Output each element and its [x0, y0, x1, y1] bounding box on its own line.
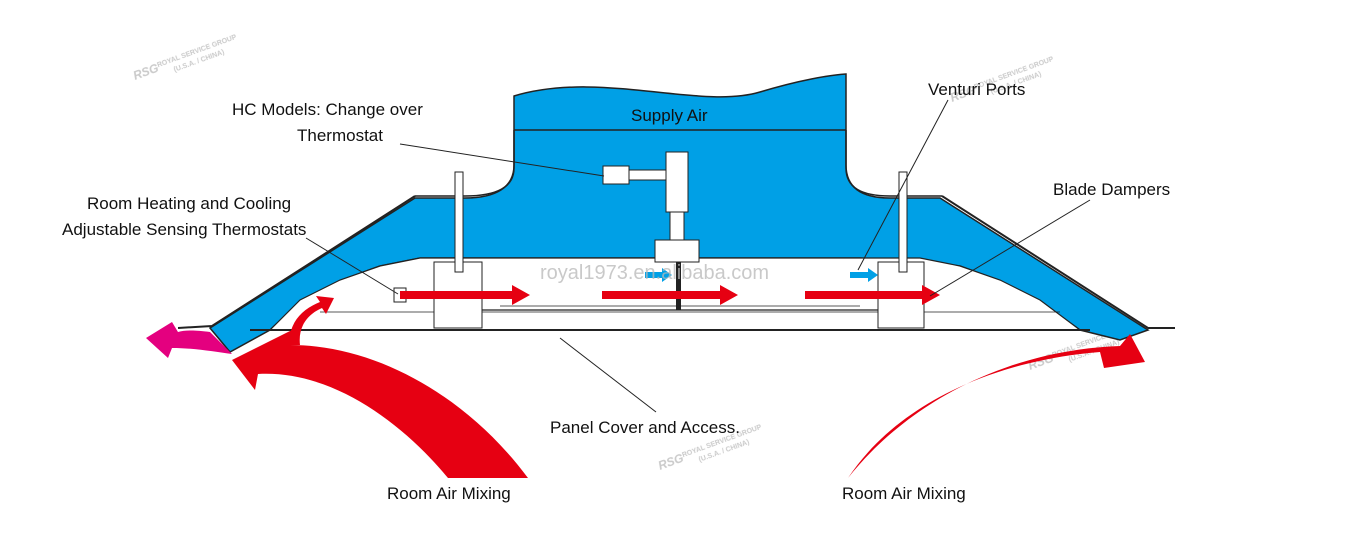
hc-models-label-line2: Thermostat — [297, 126, 383, 145]
internal-flow-arrows — [400, 285, 940, 305]
hc-models-label-line1: HC Models: Change over — [232, 100, 423, 119]
room-air-mixing-arrow-right — [848, 334, 1145, 478]
internal-flow-arrow — [400, 285, 530, 305]
internal-flow-arrow — [602, 285, 738, 305]
panel-cover-label: Panel Cover and Access. — [550, 418, 740, 437]
venturi-ports-label: Venturi Ports — [928, 80, 1025, 99]
change-over-thermostat — [602, 165, 630, 185]
exhaust-arrow — [146, 322, 232, 358]
inner-return-arrow — [289, 296, 334, 345]
room-thermostats-label-line1: Room Heating and Cooling — [87, 194, 291, 213]
room-thermostats-label-line2: Adjustable Sensing Thermostats — [62, 220, 306, 239]
venturi-flow-arrows — [645, 268, 878, 282]
room-air-mixing-label-left: Room Air Mixing — [387, 484, 511, 503]
leader-lines — [305, 99, 1091, 413]
watermark-text: royal1973.en.alibaba.com — [540, 262, 769, 284]
room-air-mixing-label-right: Room Air Mixing — [842, 484, 966, 503]
internal-flow-arrow — [805, 285, 940, 305]
supply-air-label: Supply Air — [631, 106, 708, 125]
room-air-mixing-arrow-left — [232, 330, 528, 478]
blade-dampers-label: Blade Dampers — [1053, 180, 1170, 199]
